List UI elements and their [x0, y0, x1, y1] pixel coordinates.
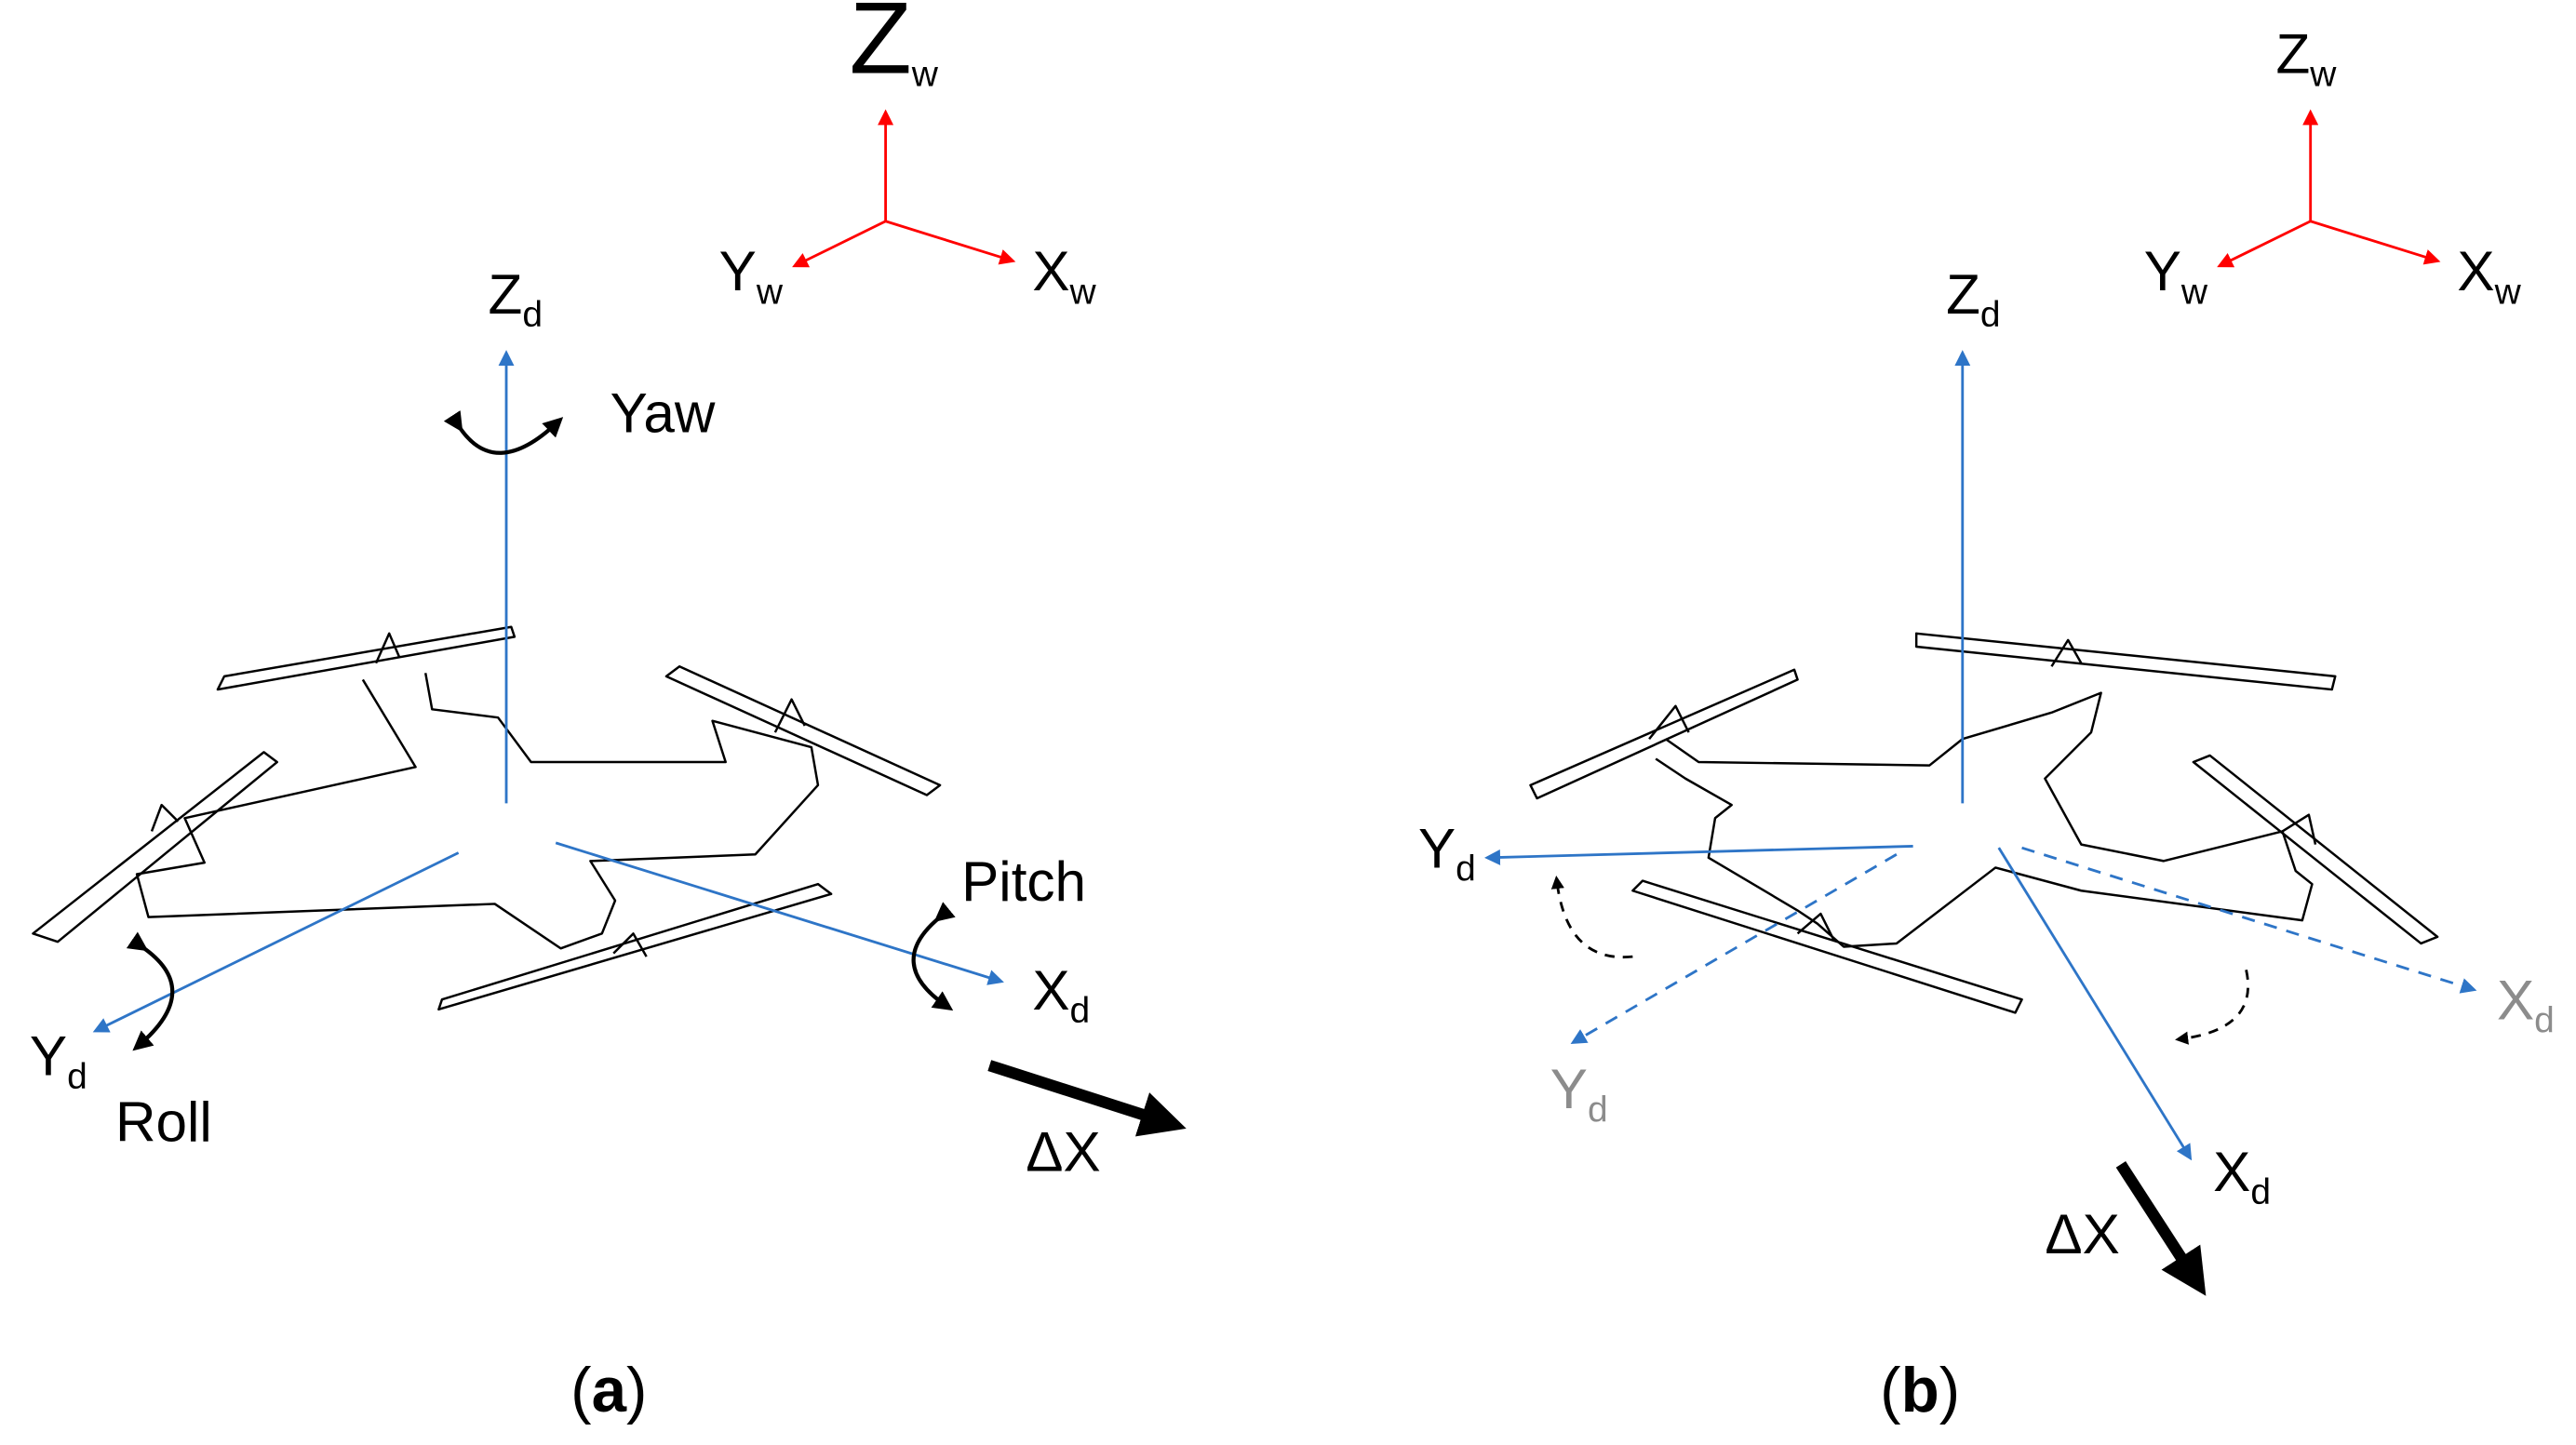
pitch-arrow [911, 902, 956, 1011]
world-y-axis-a [792, 220, 887, 268]
drone-y-label-b: Yd [1418, 816, 1476, 889]
drone-outline-b [1529, 632, 2439, 1014]
world-y-axis-b [2217, 220, 2312, 268]
rotation-arrow-x-b [2175, 970, 2249, 1045]
rotated-x-axis-b [2021, 846, 2477, 994]
drone-x-axis-a [555, 841, 1004, 985]
rotation-arrow-y-b [1550, 875, 1633, 959]
displacement-arrow-a [987, 1060, 1187, 1137]
yaw-label: Yaw [610, 381, 716, 445]
rotated-y-label-b: Yd [1550, 1057, 1608, 1130]
drone-z-label-b: Zd [1946, 262, 2001, 335]
panel-a: Zw Yw Xw Zd Yd Xd [30, 0, 1187, 1425]
world-frame-a [792, 109, 1016, 268]
drone-outline-a [32, 625, 942, 1011]
pitch-label: Pitch [961, 850, 1086, 913]
drone-z-label-a: Zd [489, 262, 543, 335]
drone-x-label-a: Xd [1032, 958, 1090, 1031]
drone-frame-b [1484, 350, 2193, 1161]
displacement-label-a: ΔX [1026, 1120, 1100, 1184]
drone-x-label-b: Xd [2213, 1140, 2271, 1212]
drone-x-axis-b [1997, 847, 2193, 1161]
world-frame-b [2217, 109, 2441, 268]
drone-y-axis-b [1484, 844, 1913, 865]
drone-y-axis-a [92, 851, 460, 1033]
world-y-label-b: Yw [2144, 239, 2208, 312]
world-z-label-a: Zw [850, 0, 939, 95]
world-x-label-b: Xw [2457, 239, 2521, 312]
world-x-label-a: Xw [1032, 239, 1096, 312]
rotated-x-label-b: Xd [2497, 968, 2555, 1040]
roll-label: Roll [115, 1090, 212, 1154]
world-x-axis-a [885, 220, 1016, 265]
yaw-rotation-arrows-b [1550, 875, 2249, 1045]
drone-y-label-a: Yd [30, 1024, 87, 1097]
yaw-arrow [443, 410, 564, 455]
displacement-arrow-b [2115, 1161, 2207, 1296]
rotation-arrows-a [126, 410, 956, 1051]
world-x-axis-b [2310, 220, 2441, 265]
panel-label-b: (b) [1880, 1356, 1960, 1425]
rotated-y-axis-b [1570, 853, 1898, 1044]
drone-frame-a [92, 350, 1004, 1033]
displacement-label-b: ΔX [2045, 1202, 2119, 1265]
roll-arrow [126, 931, 175, 1051]
world-z-label-b: Zw [2275, 21, 2337, 94]
world-y-label-a: Yw [719, 239, 784, 312]
panel-b: Zw Yw Xw Yd Xd [1418, 21, 2555, 1425]
panel-label-a: (a) [570, 1356, 647, 1425]
rotated-frame-b [1570, 846, 2477, 1044]
